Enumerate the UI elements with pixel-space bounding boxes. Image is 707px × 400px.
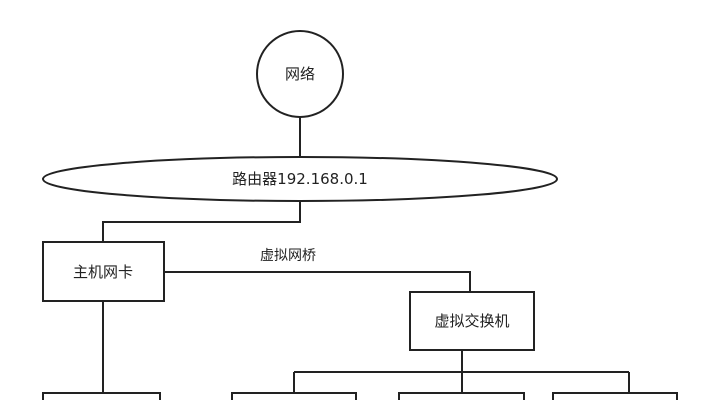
switch-child-node-3 — [552, 392, 678, 400]
host-nic-node — [42, 241, 165, 302]
edge-virtual-bridge — [164, 271, 471, 292]
network-node — [256, 30, 344, 118]
virtual-switch-node — [409, 291, 535, 351]
host-nic-child-node — [42, 392, 161, 400]
switch-child-node-2 — [398, 392, 525, 400]
switch-child-node-1 — [231, 392, 357, 400]
edge-router-host-nic — [102, 201, 301, 242]
router-label: 路由器192.168.0.1 — [232, 170, 368, 188]
virtual-switch-label: 虚拟交换机 — [434, 312, 509, 330]
router-node — [42, 156, 558, 202]
virtual-bridge-label: 虚拟网桥 — [260, 248, 316, 264]
network-label: 网络 — [285, 65, 315, 83]
host-nic-label: 主机网卡 — [73, 263, 133, 281]
